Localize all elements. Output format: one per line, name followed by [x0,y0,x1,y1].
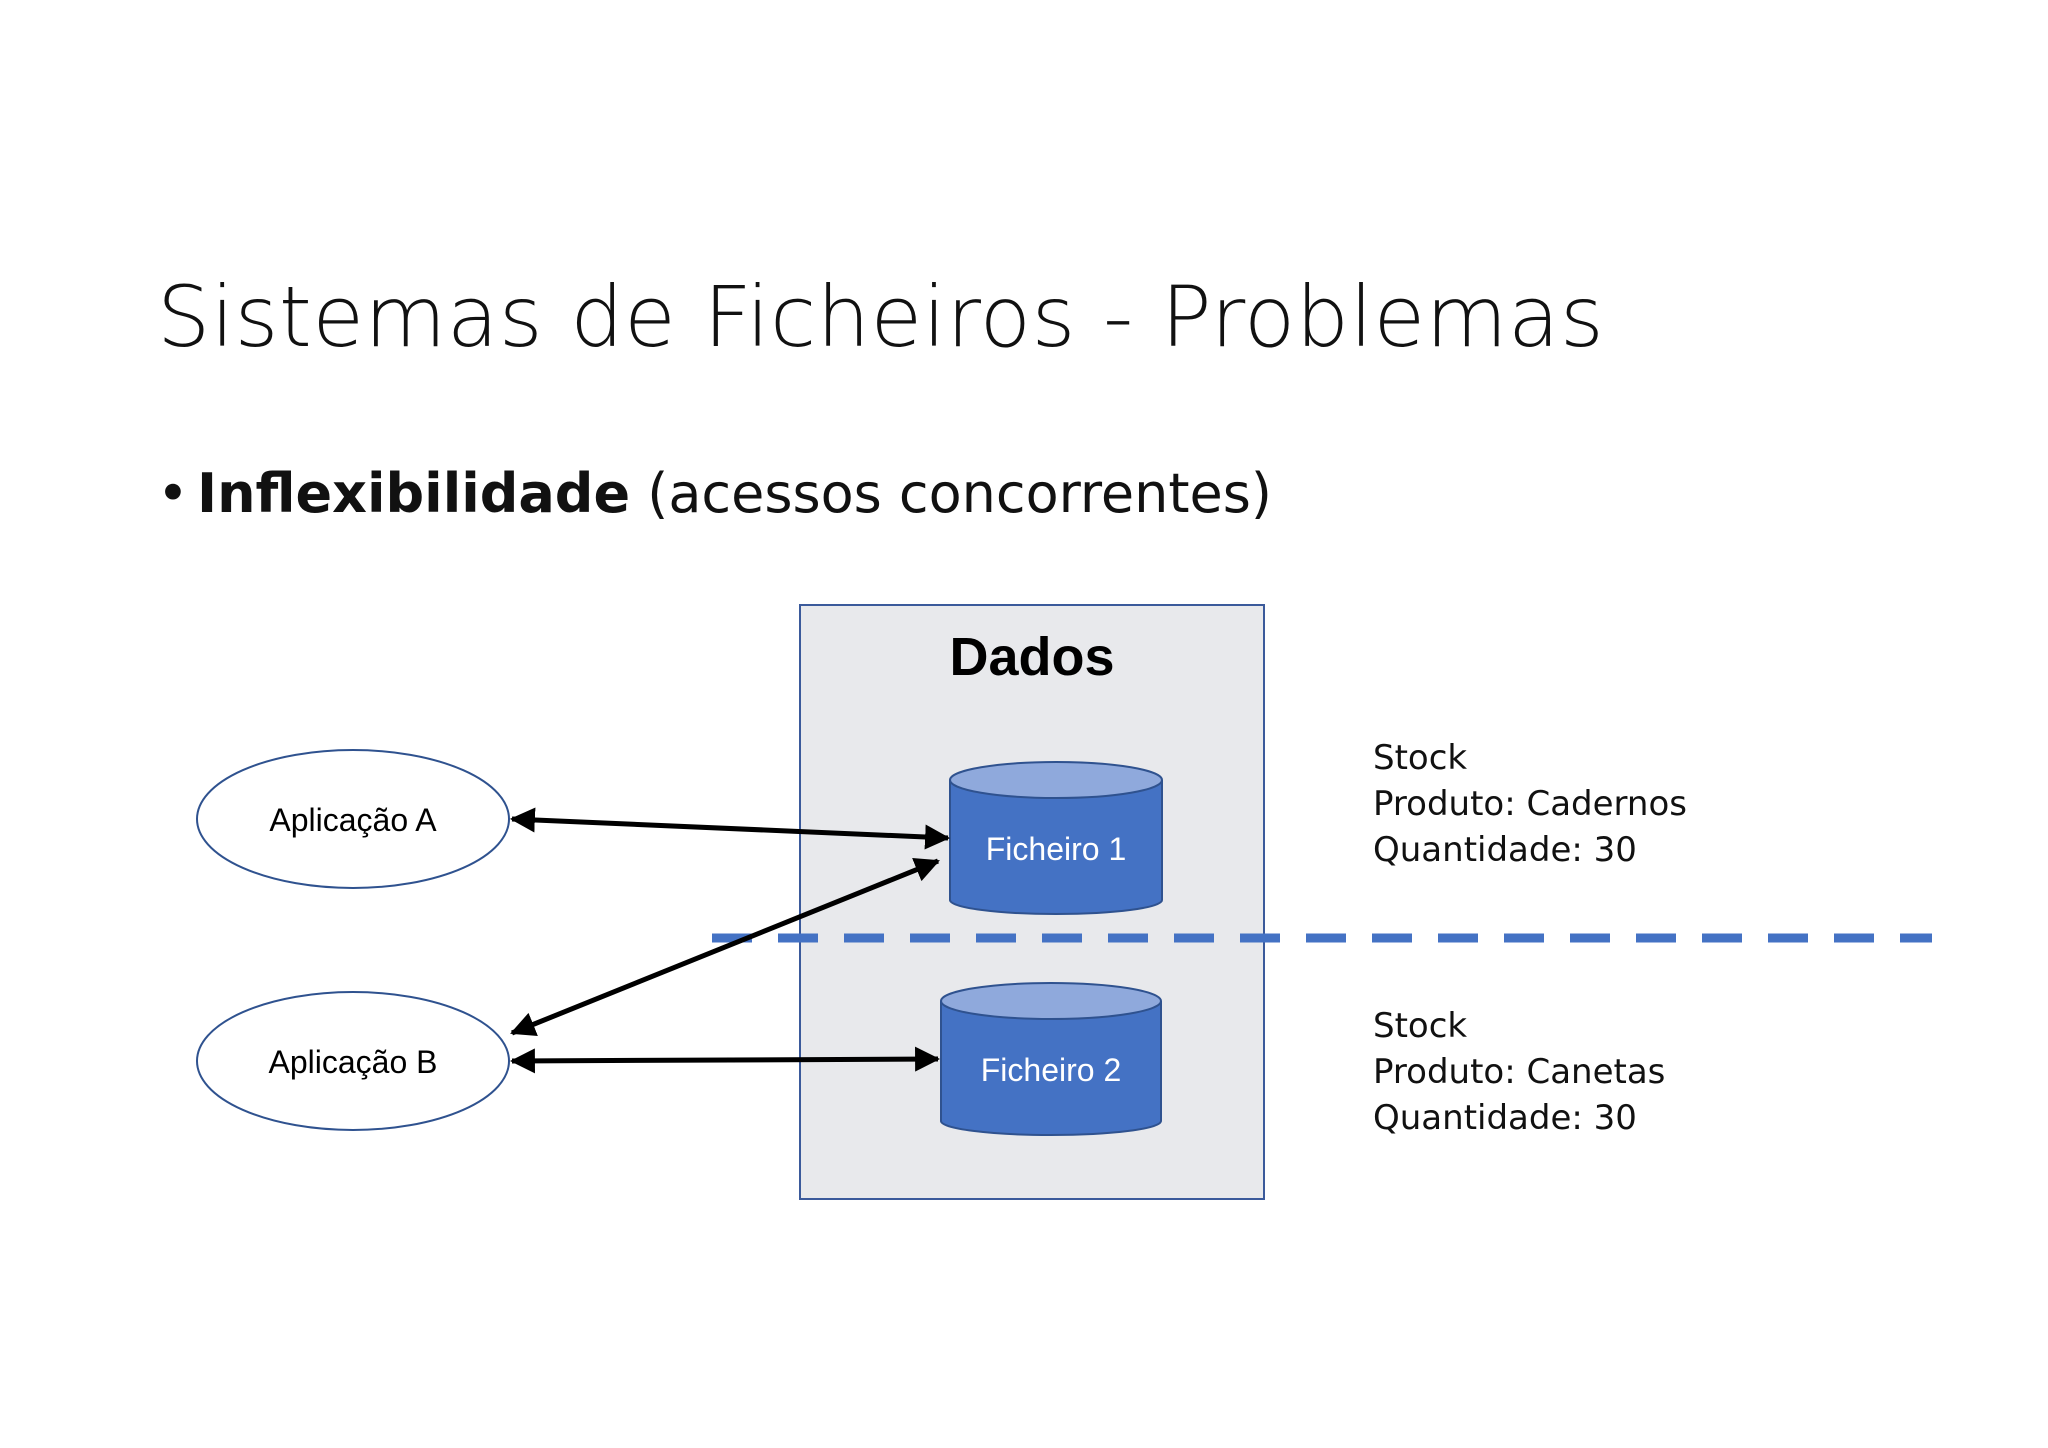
record-1-line-1: Stock [1373,738,1468,778]
ficheiro-1-cylinder[interactable]: Ficheiro 1 [949,761,1163,915]
record-2-line-3: Quantidade: 30 [1373,1098,1637,1138]
ficheiro-1-label: Ficheiro 1 [986,831,1127,867]
app-b-ellipse[interactable] [196,991,510,1131]
arrow-app-a-ficheiro-1 [509,807,951,850]
dados-label: Dados [949,627,1114,687]
record-2-line-2: Produto: Canetas [1373,1052,1666,1092]
bullet-rest: (acessos concorrentes) [630,462,1272,525]
record-1-line-2: Produto: Cadernos [1373,784,1687,824]
ficheiro-2-cylinder[interactable]: Ficheiro 2 [940,982,1162,1136]
arrow-app-b-ficheiro-1 [510,857,940,1037]
bullet-dot-icon: • [157,462,189,525]
record-2-line-1: Stock [1373,1006,1468,1046]
bullet-item: •Inflexibilidade (acessos concorrentes) [157,462,1272,525]
app-a-label: Aplicação A [269,802,437,838]
slide-title: Sistemas de Ficheiros - Problemas [157,268,1605,366]
bullet-bold-term: Inflexibilidade [197,462,631,525]
record-ficheiro-2: Stock Produto: Canetas Quantidade: 30 [1373,1003,1665,1141]
app-a-ellipse[interactable] [196,749,510,889]
record-ficheiro-1: Stock Produto: Cadernos Quantidade: 30 [1373,735,1687,873]
app-b-label: Aplicação B [269,1044,438,1080]
ficheiro-2-label: Ficheiro 2 [981,1052,1122,1088]
record-1-line-3: Quantidade: 30 [1373,830,1637,870]
arrow-app-b-ficheiro-2 [509,1046,941,1074]
